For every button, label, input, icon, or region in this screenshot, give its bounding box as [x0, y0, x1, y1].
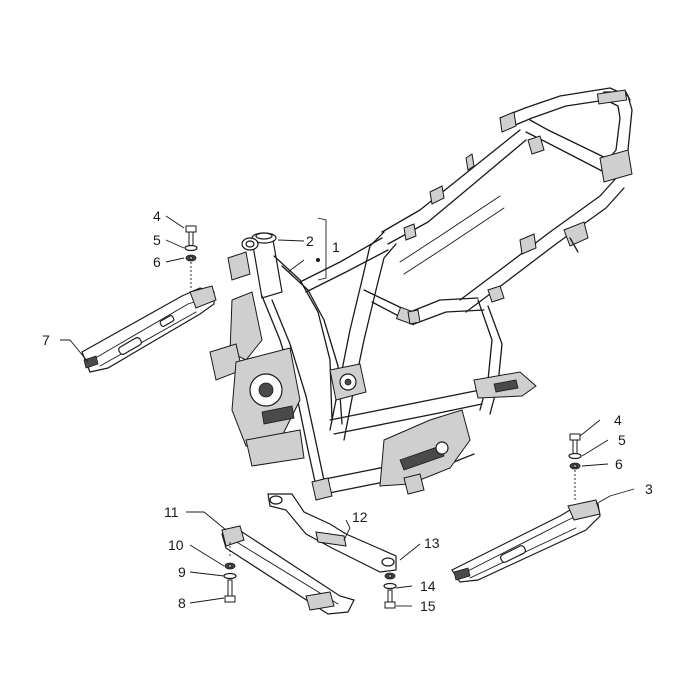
callout-2: 2 [306, 233, 314, 249]
callout-4-right: 4 [614, 412, 622, 428]
callout-6-right: 6 [615, 456, 623, 472]
left-footrest-bracket [81, 285, 217, 373]
bolt-right [568, 433, 582, 500]
bolt-left [184, 225, 198, 290]
callout-1: 1 [332, 239, 340, 255]
callout-12: 12 [352, 509, 368, 525]
callout-10: 10 [168, 537, 184, 553]
callout-5-right: 5 [618, 432, 626, 448]
callout-7: 7 [42, 332, 50, 348]
leader-lines [60, 215, 635, 607]
callout-8: 8 [178, 595, 186, 611]
callout-13: 13 [424, 535, 440, 551]
callout-14: 14 [420, 578, 436, 594]
bolt-lower-right [383, 572, 397, 609]
callout-3: 3 [645, 481, 653, 497]
callout-15: 15 [420, 598, 436, 614]
lower-bracket [221, 525, 355, 615]
callout-5-left: 5 [153, 232, 161, 248]
callout-6-left: 6 [153, 254, 161, 270]
callout-4-left: 4 [153, 208, 161, 224]
cross-bracket [267, 493, 397, 573]
callout-11: 11 [164, 504, 179, 520]
rubber-plug [241, 237, 259, 251]
callout-9: 9 [178, 564, 186, 580]
right-footrest-bracket [451, 499, 601, 583]
scooter-frame [209, 87, 633, 501]
